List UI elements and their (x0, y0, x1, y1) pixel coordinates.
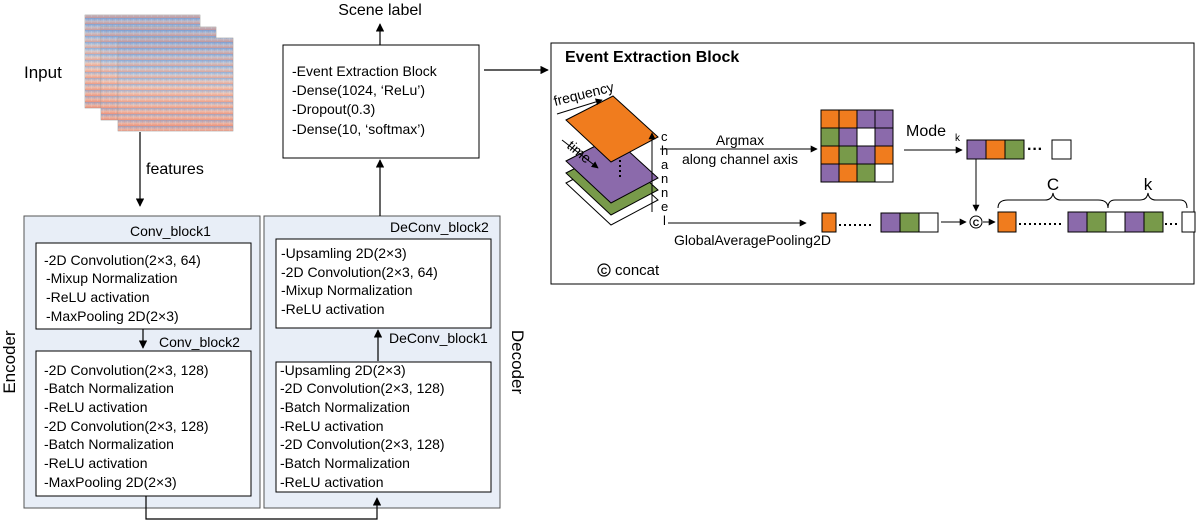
features-label: features (146, 161, 204, 178)
svg-text:-2D Convolution(2×3, 128): -2D Convolution(2×3, 128) (280, 436, 445, 452)
svg-text:-MaxPooling 2D(2×3): -MaxPooling 2D(2×3) (46, 308, 179, 324)
argmax-grid (820, 109, 894, 183)
brace-k-label: k (1144, 175, 1153, 194)
svg-text:-ReLU activation: -ReLU activation (280, 474, 384, 490)
mode-ellipsis: ··· (1027, 141, 1043, 158)
svg-text:-ReLU activation: -ReLU activation (44, 455, 148, 471)
concat-symbol (969, 215, 983, 229)
input-label: Input (24, 63, 62, 82)
conv-block2-title: Conv_block2 (159, 334, 240, 350)
svg-text:c: c (661, 129, 668, 144)
mode-vector (966, 139, 1072, 160)
svg-text:-Mixup Normalization: -Mixup Normalization (281, 282, 412, 298)
brace-c-label: C (1047, 175, 1059, 194)
channel-label: c h a n n e l (661, 129, 669, 228)
svg-text:e: e (661, 199, 668, 214)
svg-text:-Dense(1024, ‘ReLu’): -Dense(1024, ‘ReLu’) (292, 82, 425, 98)
time-arrow (561, 139, 599, 169)
eeb-title: Event Extraction Block (565, 49, 739, 66)
svg-text:-Batch Normalization: -Batch Normalization (280, 399, 410, 415)
concat-symbol-letter: C (973, 218, 980, 228)
gap-vector (821, 212, 939, 233)
conv-block2-lines: -2D Convolution(2×3, 128) -Batch Normali… (44, 362, 209, 490)
frequency-arrow (556, 98, 603, 115)
classifier-box (282, 44, 480, 159)
svg-text:-ReLU activation: -ReLU activation (46, 289, 150, 305)
svg-text:-Batch Normalization: -Batch Normalization (44, 380, 174, 396)
argmax-label: Argmax (716, 132, 764, 148)
svg-text:-2D Convolution(2×3, 128): -2D Convolution(2×3, 128) (44, 362, 209, 378)
svg-text:-Upsamling 2D(2×3): -Upsamling 2D(2×3) (280, 362, 406, 378)
svg-text:-Batch Normalization: -Batch Normalization (280, 455, 410, 471)
deconv-block2-title: DeConv_block2 (390, 219, 489, 235)
svg-text:-2D Convolution(2×3, 64): -2D Convolution(2×3, 64) (281, 264, 438, 280)
deconv-block1-box (275, 361, 492, 493)
svg-text:n: n (661, 185, 668, 200)
svg-text:-Mixup Normalization: -Mixup Normalization (46, 270, 177, 286)
deconv-block2-box (275, 238, 492, 329)
svg-text:-ReLU activation: -ReLU activation (280, 418, 384, 434)
brace-c (997, 192, 1109, 209)
svg-text:-2D Convolution(2×3, 128): -2D Convolution(2×3, 128) (280, 380, 445, 396)
deconv-block1-title: DeConv_block1 (389, 330, 488, 346)
svg-text:-ReLU activation: -ReLU activation (44, 399, 148, 415)
feature-map-stack (565, 95, 659, 226)
concat-legend-label: concat (615, 262, 660, 279)
svg-text:n: n (661, 171, 668, 186)
deconv-block2-lines: -Upsamling 2D(2×3) -2D Convolution(2×3, … (281, 245, 438, 317)
conv-block2-box (35, 350, 252, 497)
concat-legend-symbol (597, 263, 611, 277)
encoder-label: Encoder (0, 330, 19, 394)
svg-text:l: l (663, 213, 666, 228)
svg-text:-MaxPooling 2D(2×3): -MaxPooling 2D(2×3) (44, 474, 177, 490)
svg-text:-2D Convolution(2×3, 128): -2D Convolution(2×3, 128) (44, 418, 209, 434)
svg-text:-Batch Normalization: -Batch Normalization (44, 436, 174, 452)
svg-text:-2D Convolution(2×3, 64): -2D Convolution(2×3, 64) (44, 252, 201, 268)
along-channel-label: along channel axis (682, 151, 798, 167)
deconv-block1-lines: -Upsamling 2D(2×3) -2D Convolution(2×3, … (280, 362, 445, 490)
brace-k (1107, 192, 1188, 209)
svg-text:h: h (661, 143, 668, 158)
conv-block1-box (35, 242, 252, 330)
input-spectrograms (84, 14, 234, 132)
mode-subscript: k (955, 133, 961, 144)
conv-block1-lines: -2D Convolution(2×3, 64) -Mixup Normaliz… (44, 252, 201, 324)
svg-text:-Dense(10, ‘softmax’): -Dense(10, ‘softmax’) (292, 121, 425, 137)
decoder-label: Decoder (508, 330, 527, 395)
svg-text:-Upsamling 2D(2×3): -Upsamling 2D(2×3) (281, 245, 407, 261)
concat-vector (997, 211, 1196, 233)
svg-text:-Dropout(0.3): -Dropout(0.3) (292, 101, 375, 117)
mode-label: Mode (906, 123, 946, 140)
encoder-to-decoder-connector (145, 496, 382, 520)
concat-legend-letter: C (601, 266, 608, 276)
gap-label: GlobalAveragePooling2D (674, 232, 831, 248)
svg-text:-Event Extraction Block: -Event Extraction Block (292, 63, 438, 79)
svg-text:-ReLU activation: -ReLU activation (281, 301, 385, 317)
classifier-lines: -Event Extraction Block -Dense(1024, ‘Re… (292, 63, 438, 137)
conv-block1-title: Conv_block1 (130, 223, 211, 239)
svg-text:a: a (661, 157, 669, 172)
scene-label: Scene label (338, 2, 422, 19)
